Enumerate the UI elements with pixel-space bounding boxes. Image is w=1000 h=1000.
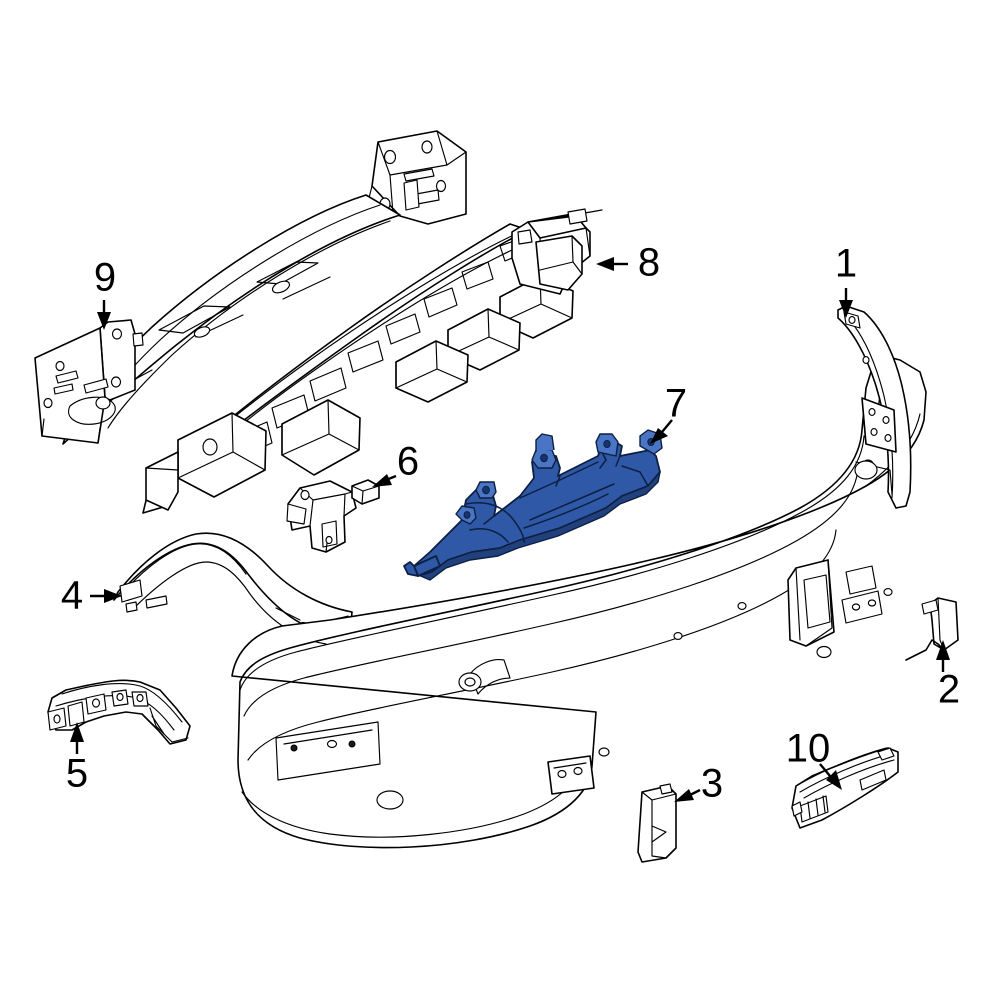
part-5-lower-side-bracket	[47, 679, 191, 745]
leader-line-10	[819, 763, 831, 777]
callout-number-8: 8	[638, 241, 660, 285]
impact-bar-beam	[62, 194, 401, 445]
arrowhead-6	[372, 474, 392, 487]
callout-number-3: 3	[701, 762, 723, 806]
callout-leaders	[70, 257, 950, 802]
arrowhead-4	[104, 589, 122, 603]
arrowhead-2	[936, 640, 950, 660]
rear-bumper-cover-main	[231, 355, 927, 849]
impact-bar-left-mount-plate	[34, 319, 144, 444]
energy-absorber	[142, 208, 603, 514]
part-3-tow-eye-cap	[637, 783, 677, 863]
part-8-absorber-end	[511, 208, 603, 295]
callout-number-5: 5	[66, 752, 88, 796]
callout-number-1: 1	[835, 242, 857, 286]
part-10-reflector-lens	[791, 747, 899, 829]
callout-number-7: 7	[665, 382, 687, 426]
callout-number-10: 10	[786, 727, 831, 771]
arrowhead-8	[596, 257, 614, 271]
part-9-impact-bar-assembly	[34, 130, 467, 445]
arrowhead-9	[97, 312, 111, 330]
callout-number-9: 9	[94, 256, 116, 300]
callout-number-4: 4	[61, 574, 83, 618]
arrowhead-3	[674, 789, 694, 802]
sensor-hole	[376, 790, 404, 810]
part-1-cover-side-bracket	[837, 305, 912, 509]
part-7-upper-reinforcement-bracket-highlighted	[403, 429, 663, 581]
arrowhead-10	[826, 770, 842, 790]
leader-line-7	[661, 419, 673, 433]
bolt-hole	[482, 485, 490, 495]
impact-bar-right-mount-plate	[368, 130, 467, 225]
callout-numbers: 1 2 3 4 5 6 7 8 9 10	[61, 241, 960, 806]
callout-number-2: 2	[938, 668, 960, 712]
arrowhead-1	[839, 300, 853, 318]
part-2-retainer-clip	[905, 597, 959, 661]
arrowhead-7	[650, 428, 668, 444]
part-6-center-support-bracket	[286, 479, 380, 553]
arrowhead-5	[70, 722, 84, 742]
callout-number-6: 6	[397, 440, 419, 484]
